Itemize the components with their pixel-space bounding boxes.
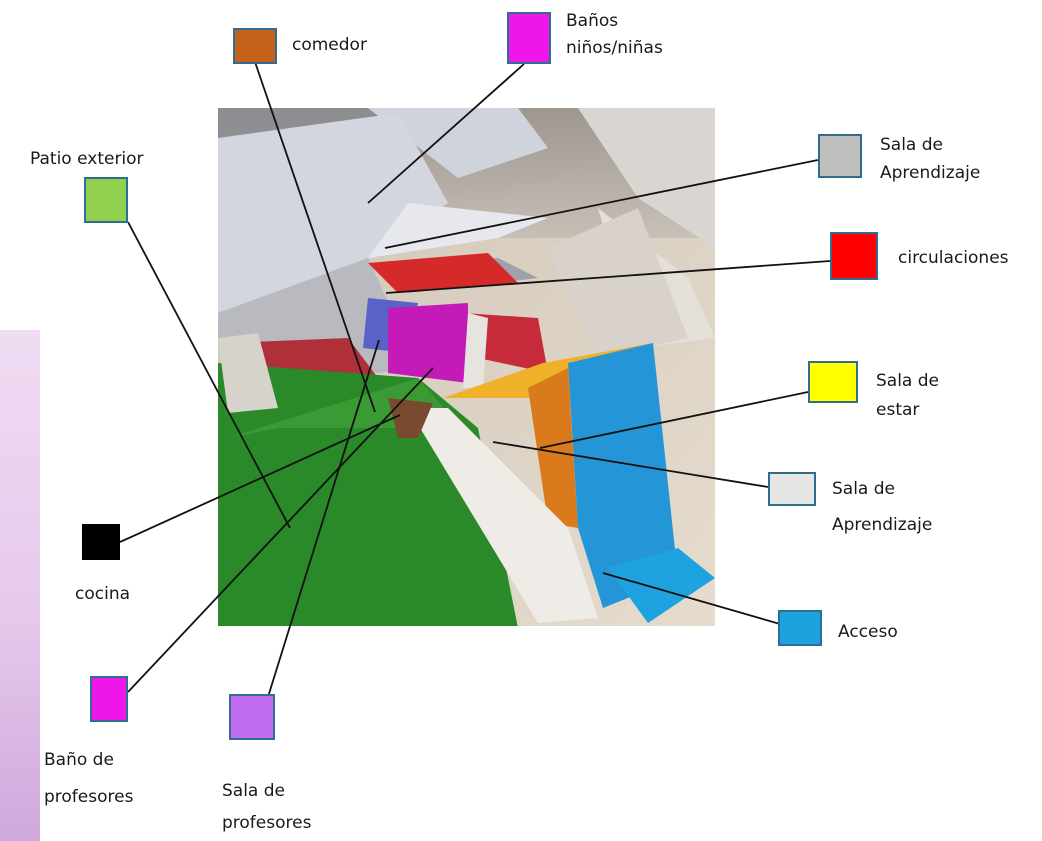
sala-aprendizaje-top-label-line2: Aprendizaje xyxy=(880,163,981,183)
banos-ninos-label-line2: niños/niñas xyxy=(566,38,663,58)
comedor-swatch xyxy=(233,28,277,64)
sala-aprendizaje-bottom-label-line2: Aprendizaje xyxy=(832,515,933,535)
sala-aprendizaje-bottom-swatch xyxy=(768,472,816,506)
comedor-label: comedor xyxy=(292,35,367,55)
background-tint xyxy=(0,330,40,841)
patio-exterior-label: Patio exterior xyxy=(30,149,144,169)
acceso-swatch xyxy=(778,610,822,646)
sala-aprendizaje-bottom-label-line1: Sala de xyxy=(832,479,896,499)
bano-profesores-label-line2: profesores xyxy=(44,787,134,807)
sala-estar-label-line1: Sala de xyxy=(876,371,940,391)
bano-profesores-label-line1: Baño de xyxy=(44,750,114,770)
sala-profesores-label-line2: profesores xyxy=(222,813,312,833)
sala-profesores-label-line1: Sala de xyxy=(222,781,286,801)
cocina-label: cocina xyxy=(75,584,131,604)
model-photo xyxy=(218,108,715,626)
sala-aprendizaje-top-label-line1: Sala de xyxy=(880,135,944,155)
bano-profesores-swatch xyxy=(90,676,128,722)
sala-estar-swatch xyxy=(808,361,858,403)
sala-aprendizaje-top-swatch xyxy=(818,134,862,178)
circulaciones-swatch xyxy=(830,232,878,280)
sala-profesores-swatch xyxy=(229,694,275,740)
sala-estar-label-line2: estar xyxy=(876,400,920,420)
patio-exterior-swatch xyxy=(84,177,128,223)
acceso-label: Acceso xyxy=(838,622,898,642)
circulaciones-label: circulaciones xyxy=(898,248,1009,268)
banos-ninos-label-line1: Baños xyxy=(566,11,619,31)
banos-ninos-swatch xyxy=(507,12,551,64)
cocina-swatch xyxy=(82,524,120,560)
